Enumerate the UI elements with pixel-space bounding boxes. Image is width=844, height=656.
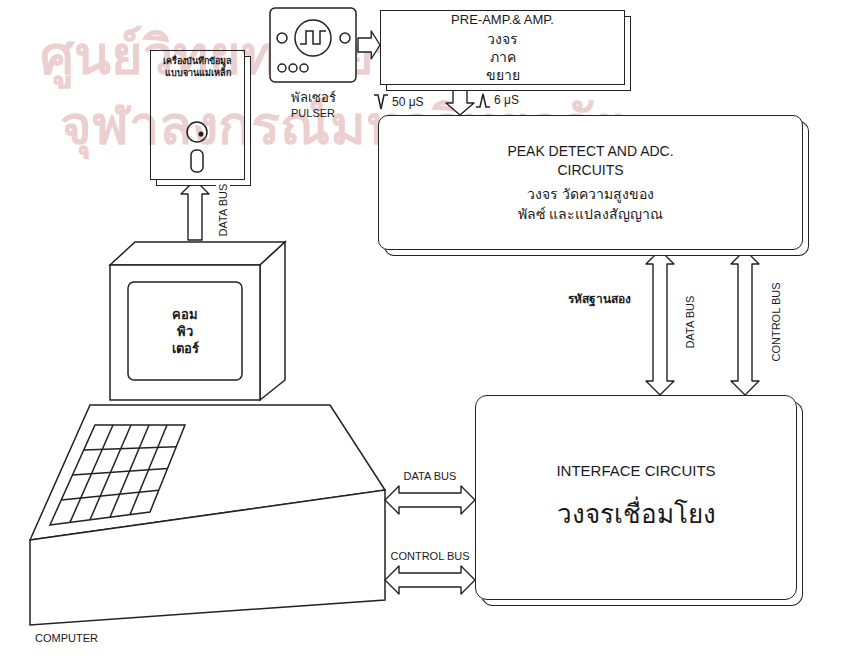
- adc-box: PEAK DETECT AND ADC. CIRCUITS วงจร วัดควา…: [378, 115, 803, 250]
- amplifier-box: PRE-AMP.& AMP. วงจร ภาคขยาย: [380, 10, 625, 85]
- pulse-glyph: [374, 95, 388, 109]
- pulser-socket: [277, 33, 287, 43]
- bus-arrow: [385, 486, 475, 514]
- bus-label: CONTROL BUS: [769, 280, 783, 363]
- node-text: คอม พิว เตอร์: [172, 306, 199, 357]
- text-holder: PULSER: [268, 107, 358, 119]
- node-text: PULSER: [268, 107, 358, 119]
- bus-arrow: [646, 250, 674, 395]
- bus-arrow: [385, 566, 475, 594]
- node-text: วงจร ภาคขยาย: [486, 30, 520, 84]
- bus-arrow: [181, 180, 209, 240]
- key-line: [73, 469, 168, 476]
- bus-label: DATA BUS: [402, 469, 459, 483]
- monitor-front: [110, 265, 260, 400]
- pulser-node: พัลเซอร์PULSER: [268, 5, 358, 127]
- bus-arrow: [731, 250, 759, 395]
- monitor-top: [110, 242, 285, 265]
- node-text: COMPUTER: [35, 632, 98, 644]
- node-text: PEAK DETECT AND ADC. CIRCUITS: [491, 142, 691, 180]
- pulser-knob: [278, 64, 286, 72]
- node-text: INTERFACE CIRCUITS: [556, 462, 715, 479]
- key-line: [84, 447, 177, 450]
- disk-slot: [191, 150, 203, 172]
- bus-label: DATA BUS: [683, 294, 697, 351]
- pulse-glyph: [476, 94, 490, 107]
- keyboard-keys: [61, 425, 176, 522]
- monitor-side: [260, 242, 285, 400]
- bus-label: 6 μS: [492, 93, 521, 107]
- disk-dot: [199, 132, 203, 136]
- bus-arrow: [358, 31, 380, 59]
- pulser-device: [270, 8, 356, 82]
- node-text: วงจรเชื่อมโยง: [557, 493, 716, 534]
- monitor-screen: [128, 282, 242, 380]
- text-holder: COMPUTER: [35, 632, 98, 644]
- storage-box: เครื่องบันทึกข้อมูล แบบจานแม่เหล็ก: [150, 50, 245, 180]
- pulser-dial: [295, 20, 331, 56]
- node-text: เครื่องบันทึกข้อมูล แบบจานแม่เหล็ก: [154, 55, 241, 79]
- bus-label: DATA BUS: [216, 182, 230, 239]
- pulser-knob: [300, 64, 308, 72]
- interface-box: INTERFACE CIRCUITS วงจรเชื่อมโยง: [475, 395, 797, 600]
- pulser-knob: [289, 64, 297, 72]
- bus-arrow: [446, 85, 474, 115]
- disk-hub: [187, 122, 207, 142]
- key-line: [61, 490, 159, 500]
- pulser-socket: [340, 33, 350, 43]
- computer-base-front: [30, 490, 385, 625]
- node-text: พัลเซอร์: [268, 87, 358, 108]
- computer-node: คอม พิว เตอร์ COMPUTER: [30, 240, 385, 650]
- text-holder: พัลเซอร์: [268, 87, 358, 108]
- note-label: รหัสฐานสอง: [566, 292, 633, 306]
- node-text: PRE-AMP.& AMP.: [451, 12, 554, 27]
- keyboard: [50, 425, 185, 525]
- bus-label: 50 μS: [390, 95, 426, 109]
- bus-label: CONTROL BUS: [388, 549, 471, 563]
- text-holder: คอม พิว เตอร์: [128, 282, 242, 380]
- square-wave-symbol: [300, 31, 326, 44]
- node-text: วงจร วัดความสูงของพัลซ์ และแปลงสัญญาณ: [516, 184, 666, 224]
